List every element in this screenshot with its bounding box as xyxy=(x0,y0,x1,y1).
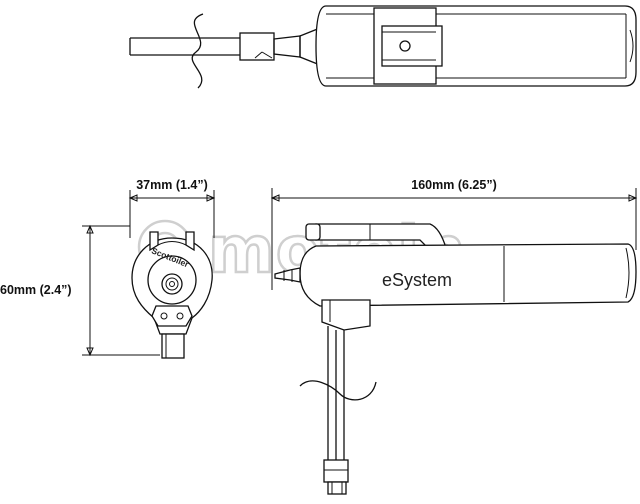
side-view: 160mm (6.25”) eSystem xyxy=(270,178,638,495)
cable-break-icon xyxy=(299,380,377,401)
length-dimension-label: 160mm (6.25”) xyxy=(411,178,496,192)
height-dimension-label: 60mm (2.4”) xyxy=(0,283,72,297)
width-dimension-label: 37mm (1.4”) xyxy=(136,178,208,192)
esystem-brand-text: eSystem xyxy=(382,270,452,290)
top-view xyxy=(129,5,637,89)
adjust-knob-icon xyxy=(161,273,183,295)
outlet-left-icon xyxy=(160,312,168,320)
outlet-right-icon xyxy=(176,312,184,320)
cable-break-icon xyxy=(191,13,204,89)
front-view: 37mm (1.4”) 60mm (2.4”) Scottoiler xyxy=(0,178,216,359)
mount-hole-icon xyxy=(399,40,411,52)
